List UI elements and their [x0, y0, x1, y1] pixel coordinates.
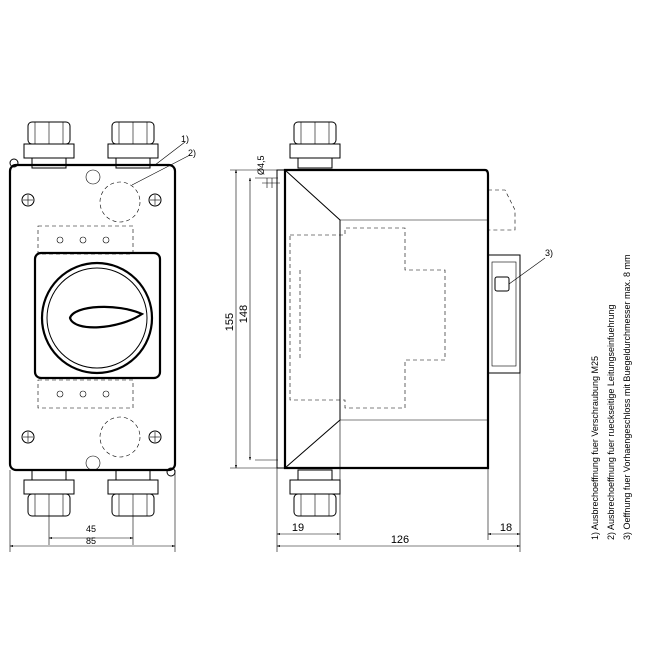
- dim-45: 45: [86, 524, 96, 534]
- terminal-screws: [56, 236, 110, 398]
- cable-gland-bottom-left: [23, 469, 75, 517]
- knockout-top: [99, 181, 141, 223]
- note-1: 1) Ausbrechoeffnung fuer Verschraubung M…: [590, 356, 600, 540]
- switch-plate: [33, 251, 162, 380]
- callout-1: 1): [181, 134, 189, 144]
- cable-gland-bottom-right: [107, 469, 159, 517]
- dim-155: 155: [224, 313, 236, 331]
- notes: 1) Ausbrechoeffnung fuer Verschraubung M…: [590, 255, 632, 540]
- dim-85: 85: [86, 536, 96, 546]
- dim-18: 18: [500, 522, 512, 534]
- note-2: 2) Ausbrechoeffnung fuer rueckseitige Le…: [606, 305, 616, 541]
- dim-hole-diameter: Ø4,5: [256, 155, 266, 175]
- screws: [21, 193, 162, 444]
- note-3: 3) Oeffnung fuer Vorhaengeschloss mit Bu…: [622, 255, 632, 540]
- rotary-knob: [40, 261, 154, 375]
- dim-148: 148: [238, 305, 250, 323]
- cable-gland-top-right: [107, 121, 159, 169]
- front-view: 45 85 1) 2): [8, 121, 196, 552]
- dim-126: 126: [391, 534, 409, 546]
- callout-2: 2): [188, 148, 196, 158]
- padlock-lug: [487, 189, 521, 374]
- knob-handle: [68, 305, 145, 329]
- side-gland-bottom: [289, 469, 341, 517]
- side-gland-top: [289, 121, 341, 169]
- side-view: 3) Ø4,5 155 148 19 18 126: [224, 121, 553, 552]
- callout-3: 3): [545, 248, 553, 258]
- side-housing: [283, 168, 490, 470]
- cable-gland-top-left: [23, 121, 75, 169]
- knockout-bottom: [99, 416, 141, 458]
- dim-19: 19: [292, 522, 304, 534]
